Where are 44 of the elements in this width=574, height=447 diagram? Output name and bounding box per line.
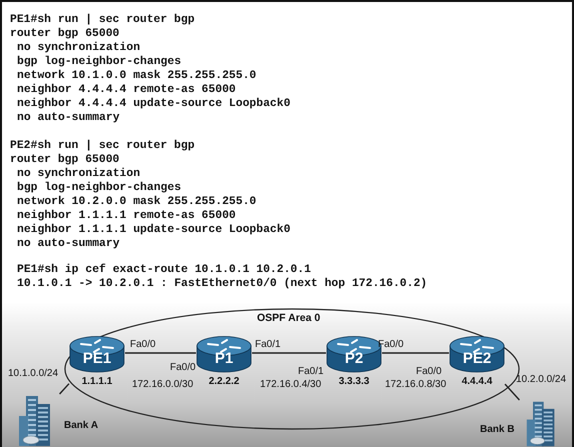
cli-line: PE1#sh ip cef exact-route 10.1.0.1 10.2.0.1: [17, 263, 311, 277]
cli-line: neighbor 4.4.4.4 remote-as 65000: [17, 83, 236, 97]
cli-line: neighbor 1.1.1.1 remote-as 65000: [17, 209, 236, 223]
cli-line: router bgp 65000: [10, 153, 120, 167]
cli-line: bgp log-neighbor-changes: [17, 181, 182, 195]
cli-line: bgp log-neighbor-changes: [17, 55, 182, 69]
link-line: [59, 383, 70, 394]
cli-line: network 10.1.0.0 mask 255.255.255.0: [17, 69, 256, 83]
interface-label: Fa0/0: [170, 362, 196, 374]
interface-label: Fa0/1: [298, 366, 324, 378]
interface-label: Fa0/0: [130, 339, 156, 351]
link-line: [504, 384, 520, 400]
link-line: [382, 352, 449, 354]
interface-label: Fa0/0: [416, 366, 442, 378]
subnet-label: 172.16.0.0/30: [132, 379, 194, 391]
router-name: P2: [344, 350, 364, 368]
link-line: [125, 352, 196, 354]
router-name: PE2: [462, 350, 492, 368]
cli-line: 10.1.0.1 -> 10.2.0.1 : FastEthernet0/0 (next hop 172.16.0.2): [17, 277, 428, 291]
site-label: Bank B: [480, 424, 514, 436]
cli-line: no auto-summary: [17, 111, 120, 125]
router-name: PE1: [82, 350, 112, 368]
cli-line: neighbor 4.4.4.4 update-source Loopback0: [17, 97, 290, 111]
router-id-label: 4.4.4.4: [460, 376, 494, 388]
router-name: P1: [214, 350, 234, 368]
subnet-label: 10.2.0.0/24: [516, 374, 566, 386]
router-id-label: 3.3.3.3: [338, 376, 370, 388]
site-label: Bank A: [64, 420, 98, 432]
link-line: [252, 352, 326, 354]
router-id-label: 2.2.2.2: [208, 376, 240, 388]
cli-line: router bgp 65000: [10, 27, 120, 41]
cli-line: neighbor 1.1.1.1 update-source Loopback0: [17, 223, 290, 237]
router-id-label: 1.1.1.1: [80, 376, 114, 388]
area-label: OSPF Area 0: [257, 312, 320, 324]
interface-label: Fa0/1: [255, 339, 281, 351]
cli-line: no synchronization: [17, 41, 140, 55]
subnet-label: 172.16.0.4/30: [260, 379, 322, 391]
cli-line: no synchronization: [17, 167, 140, 181]
cli-line: PE1#sh run | sec router bgp: [10, 13, 195, 27]
cli-line: network 10.2.0.0 mask 255.255.255.0: [17, 195, 256, 209]
cli-line: PE2#sh run | sec router bgp: [10, 139, 195, 153]
subnet-label: 10.1.0.0/24: [8, 368, 58, 380]
cli-line: no auto-summary: [17, 237, 120, 251]
subnet-label: 172.16.0.8/30: [385, 379, 446, 391]
